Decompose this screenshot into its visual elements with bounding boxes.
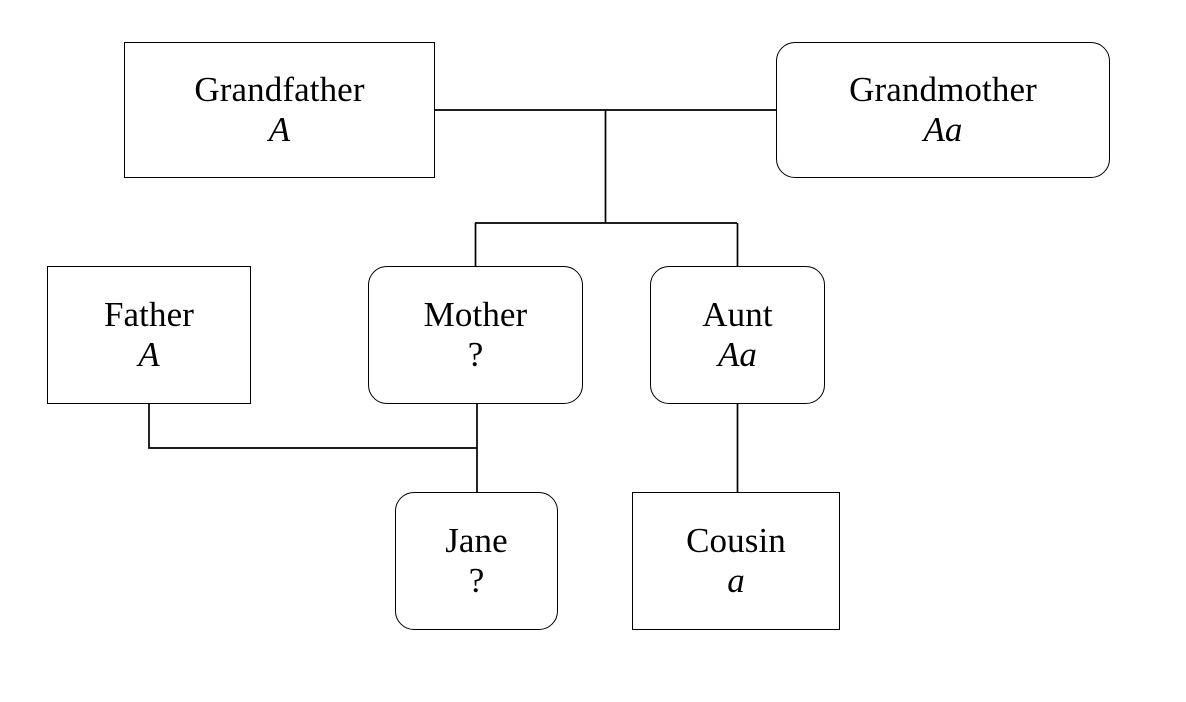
node-genotype-grandmother: Aa	[923, 110, 963, 149]
node-label-jane: Jane	[445, 521, 508, 561]
node-label-grandfather: Grandfather	[194, 70, 365, 110]
node-genotype-father: A	[138, 335, 160, 374]
pedigree-node-grandmother[interactable]: Grandmother Aa	[776, 42, 1110, 178]
node-genotype-grandfather: A	[268, 110, 291, 149]
pedigree-node-aunt[interactable]: Aunt Aa	[650, 266, 825, 404]
node-genotype-cousin: a	[727, 561, 745, 600]
node-genotype-jane: ?	[468, 561, 485, 600]
pedigree-node-mother[interactable]: Mother ?	[368, 266, 583, 404]
edge-marriage-parents	[148, 404, 477, 449]
node-label-aunt: Aunt	[702, 295, 773, 335]
node-genotype-aunt: Aa	[718, 335, 757, 374]
node-label-cousin: Cousin	[686, 521, 786, 561]
node-label-mother: Mother	[423, 295, 528, 335]
pedigree-node-jane[interactable]: Jane ?	[395, 492, 558, 630]
node-label-grandmother: Grandmother	[849, 70, 1037, 110]
pedigree-node-cousin[interactable]: Cousin a	[632, 492, 840, 630]
node-label-father: Father	[103, 295, 194, 335]
pedigree-node-father[interactable]: Father A	[47, 266, 251, 404]
node-genotype-mother: ?	[467, 335, 484, 374]
pedigree-node-grandfather[interactable]: Grandfather A	[124, 42, 435, 178]
